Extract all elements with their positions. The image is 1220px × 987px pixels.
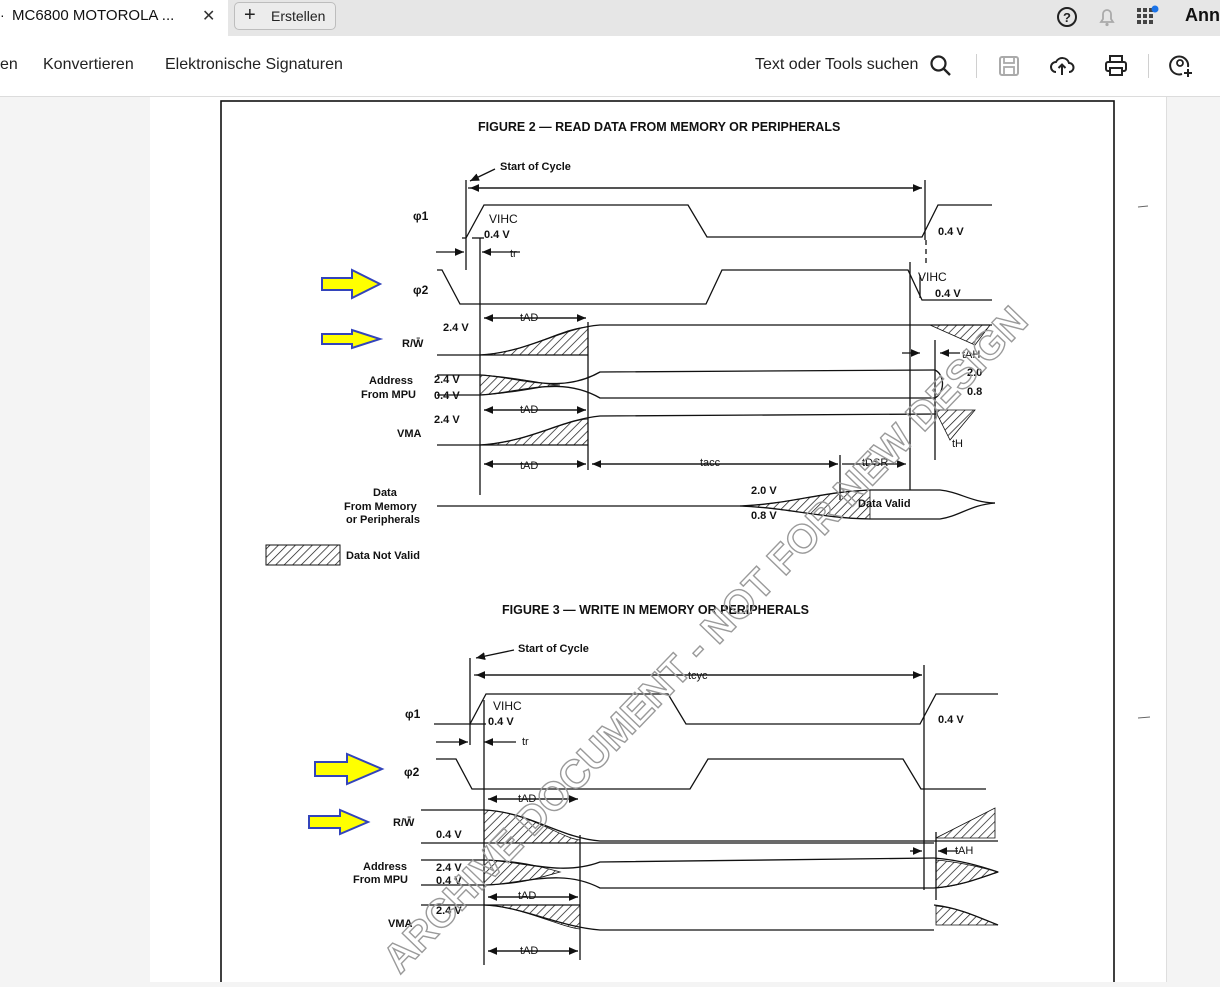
search-icon[interactable] [928, 53, 954, 79]
fig2-vma-24v: 2.4 V [434, 414, 460, 426]
toolbar-item-partial[interactable]: en [0, 56, 18, 73]
create-button-label: Erstellen [271, 8, 326, 24]
fig2-th: tH [952, 438, 963, 450]
fig2-04v: 0.4 V [484, 229, 510, 241]
page-frame [220, 100, 1115, 987]
tab-overflow-icon: · [0, 7, 5, 23]
fig3-tad-3: tAD [520, 945, 538, 957]
fig2-label-data: Data [373, 487, 398, 499]
bell-icon[interactable] [1095, 5, 1119, 29]
search-tools-label[interactable]: Text oder Tools suchen [755, 56, 919, 73]
fig3-vma-24v: 2.4 V [436, 905, 462, 917]
print-icon[interactable] [1103, 53, 1129, 79]
fig3-label-from-mpu: From MPU [353, 874, 408, 886]
fig2-vihc: VIHC [489, 212, 518, 226]
fig2-tacc: tacc [700, 457, 721, 469]
figure2-title: FIGURE 2 — READ DATA FROM MEMORY OR PERI… [478, 120, 840, 134]
fig2-label-from-mpu: From MPU [361, 389, 416, 401]
fig2-label-phi2: φ2 [413, 283, 429, 297]
toolbar: en Konvertieren Elektronische Signaturen… [0, 36, 1220, 97]
create-button[interactable]: + Erstellen [234, 2, 336, 30]
yellow-arrow-rw-fig3 [308, 808, 371, 836]
apps-grid-icon[interactable] [1135, 5, 1159, 29]
save-icon[interactable] [996, 53, 1022, 79]
tab-title: MC6800 MOTOROLA ... [12, 7, 175, 24]
fig2-rw-24v: 2.4 V [443, 322, 469, 334]
fig3-label-vma: VMA [388, 918, 413, 930]
right-panel [1166, 97, 1220, 982]
tab-bar: · MC6800 MOTOROLA ... ✕ + Erstellen ? An… [0, 0, 1220, 36]
fig2-label-or-peripherals: or Peripherals [346, 514, 420, 526]
plus-icon: + [244, 4, 256, 26]
fig2-addr-04v: 0.4 V [434, 390, 460, 402]
legend-hatch-swatch [265, 544, 341, 566]
fig2-data-08v: 0.8 V [751, 510, 777, 522]
scroll-markers [1167, 97, 1220, 982]
figure3-title: FIGURE 3 — WRITE IN MEMORY OR PERIPHERAL… [502, 603, 809, 617]
fig3-tr: tr [522, 736, 529, 748]
fig2-addr-24v: 2.4 V [434, 374, 460, 386]
fig2-tad-2: tAD [520, 404, 538, 416]
fig2-04v-phi2: 0.4 V [935, 288, 961, 300]
fig3-rw-04v: 0.4 V [436, 829, 462, 841]
toolbar-divider [1148, 54, 1149, 78]
fig2-tr: tr [510, 248, 517, 260]
close-tab-icon[interactable]: ✕ [202, 8, 216, 25]
fig2-vihc-end: VIHC [918, 270, 947, 284]
legend-label: Data Not Valid [346, 550, 420, 562]
fig2-data-20v: 2.0 V [751, 485, 777, 497]
fig3-label-phi1: φ1 [405, 707, 421, 721]
toolbar-item-esign[interactable]: Elektronische Signaturen [165, 56, 343, 73]
fig2-08: 0.8 [967, 386, 982, 398]
help-icon[interactable]: ? [1055, 5, 1079, 29]
yellow-arrow-phi2-fig2 [321, 268, 383, 300]
fig3-tah: tAH [955, 845, 973, 857]
fig2-label-phi1: φ1 [413, 209, 429, 223]
fig3-tcyc: tcyc [688, 670, 708, 682]
cloud-upload-icon[interactable] [1049, 53, 1075, 79]
fig3-addr-24v: 2.4 V [436, 862, 462, 874]
fig2-start-of-cycle: Start of Cycle [500, 161, 571, 173]
yellow-arrow-phi2-fig3 [314, 752, 385, 786]
left-panel [0, 97, 151, 982]
fig3-04v-end: 0.4 V [938, 714, 964, 726]
fig2-label-address: Address [369, 375, 413, 387]
document-tab[interactable]: · MC6800 MOTOROLA ... ✕ [0, 0, 228, 36]
yellow-arrow-rw-fig2 [321, 328, 384, 350]
fig2-tad-1: tAD [520, 312, 538, 324]
fig3-start-of-cycle: Start of Cycle [518, 643, 589, 655]
fig2-20: 2.0 [967, 367, 982, 379]
fig2-label-rw: R/W̄ [402, 338, 424, 350]
fig3-tad-2: tAD [518, 890, 536, 902]
timing-diagram: FIGURE 2 — READ DATA FROM MEMORY OR PERI… [220, 100, 1151, 987]
fig2-tad-3: tAD [520, 460, 538, 472]
fig3-tad-1: tAD [518, 793, 536, 805]
fig3-label-rw: R/W̄ [393, 817, 415, 829]
fig2-tah: tAH [962, 349, 980, 361]
svg-text:?: ? [1063, 10, 1071, 25]
fig2-04v-end: 0.4 V [938, 226, 964, 238]
fig3-04v: 0.4 V [488, 716, 514, 728]
fig3-addr-04v: 0.4 V [436, 875, 462, 887]
fig2-data-valid: Data Valid [858, 498, 911, 510]
share-user-icon[interactable] [1168, 53, 1194, 79]
fig3-label-phi2: φ2 [404, 765, 420, 779]
fig2-label-from-memory: From Memory [344, 501, 418, 513]
toolbar-divider [976, 54, 977, 78]
user-name[interactable]: Ann [1185, 5, 1220, 25]
pdf-page[interactable]: FIGURE 2 — READ DATA FROM MEMORY OR PERI… [150, 97, 1166, 987]
fig3-label-address: Address [363, 861, 407, 873]
toolbar-item-convert[interactable]: Konvertieren [43, 56, 134, 73]
fig3-vihc: VIHC [493, 699, 522, 713]
fig2-tdsr: tDSR [862, 457, 888, 469]
fig2-label-vma: VMA [397, 428, 422, 440]
